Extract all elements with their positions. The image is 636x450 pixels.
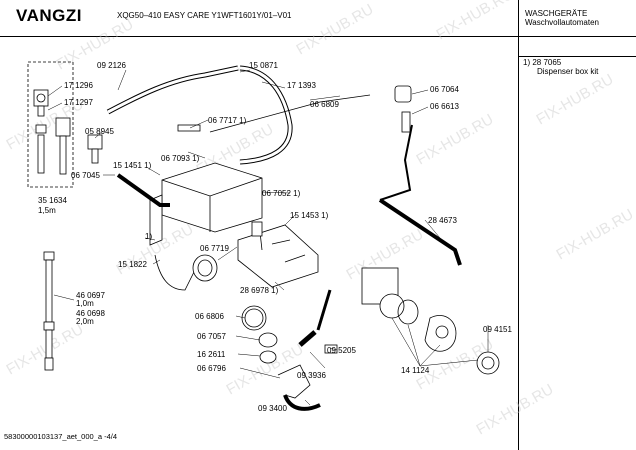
brand-logo: VANGZI (16, 6, 82, 25)
note-kit-number: 1) 28 7065 (523, 58, 562, 67)
part-label: 15 1453 1) (290, 211, 329, 220)
inlet-valve-part (33, 89, 71, 175)
part-label: 06 6796 (197, 364, 226, 373)
part-label: 28 4673 (428, 216, 457, 225)
part-label: 17 1297 (64, 98, 93, 107)
part-label: 14 1124 (401, 366, 430, 375)
category-subtitle: Waschvollautomaten (525, 18, 599, 27)
watermark-text: FIX-HUB.RU (294, 1, 377, 59)
leader-lines (47, 69, 489, 406)
sump-hose-part (277, 364, 321, 411)
part-label: 16 2611 (197, 350, 226, 359)
pressure-switch-part (394, 85, 412, 103)
part-label: 09 4151 (483, 325, 512, 334)
part-label: 09 3936 (297, 371, 326, 380)
watermark-text: FIX-HUB.RU (474, 381, 557, 439)
inlet-pipe-part (106, 65, 239, 115)
dispenser-housing-part (149, 162, 263, 246)
watermark-text: FIX-HUB.RU (554, 206, 636, 264)
part-label: 06 7064 (430, 85, 459, 94)
header-rule (0, 36, 636, 37)
part-label: 1,5m (38, 206, 56, 215)
part-label: 46 0698 (76, 309, 105, 318)
part-label: 15 1822 (118, 260, 147, 269)
part-label: 15 1451 1) (113, 161, 152, 170)
watermark-text: FIX-HUB.RU (414, 111, 497, 169)
seal-ring-part (258, 332, 278, 348)
category-title: WASCHGERÄTE (525, 9, 588, 18)
rod-part (316, 289, 332, 331)
damper-rod-part (378, 198, 462, 266)
wire-clip-part (209, 94, 371, 133)
part-label: 35 1634 (38, 196, 67, 205)
part-label: 1,0m (76, 299, 94, 308)
part-label: 06 6806 (195, 312, 224, 321)
part-label: 46 0697 (76, 291, 105, 300)
part-label: 06 7057 (197, 332, 226, 341)
part-label: 06 6613 (430, 102, 459, 111)
bracket-part (177, 124, 201, 132)
part-label: 06 7717 1) (208, 116, 247, 125)
part-label: 06 7045 (71, 171, 100, 180)
watermark-text: FIX-HUB.RU (534, 71, 617, 129)
part-label: 05 8945 (85, 127, 114, 136)
hose-clamp-part (241, 305, 267, 331)
part-label: 09 5205 (327, 346, 356, 355)
watermark-text: FIX-HUB.RU (434, 0, 517, 43)
drain-hose-part (43, 251, 55, 371)
drain-pump-part (361, 267, 500, 375)
part-label: 06 6809 (310, 100, 339, 109)
part-labels: 09 2126 15 0871 17 1296 17 1297 17 1393 … (38, 61, 512, 413)
notes-rule (518, 56, 636, 57)
part-label: 1) (145, 232, 152, 241)
connector-hose-part (298, 330, 317, 347)
part-label: 28 6978 1) (240, 286, 279, 295)
pressure-hose-part (379, 124, 413, 201)
part-label: 06 7093 1) (161, 154, 200, 163)
document-footer: 58300000103137_aet_000_a -4/4 (4, 432, 118, 441)
inlet-kit-group-box (27, 61, 74, 188)
note-kit-name: Dispenser box kit (537, 67, 599, 76)
dispenser-drawer-part (237, 224, 319, 288)
gasket-part (259, 350, 277, 364)
pressure-chamber-part (401, 111, 411, 133)
clip-part (324, 344, 338, 354)
part-label: 06 7719 (200, 244, 229, 253)
part-label: 17 1393 (287, 81, 316, 90)
small-hose-part (116, 173, 170, 207)
part-label: 06 7052 1) (262, 189, 301, 198)
part-label: 09 2126 (97, 61, 126, 70)
siphon-part (251, 221, 263, 237)
part-label: 2,0m (76, 317, 94, 326)
notes-divider (518, 0, 519, 450)
valve-part (87, 134, 103, 164)
model-title: XQG50–410 EASY CARE Y1WFT1601Y/01–V01 (117, 11, 292, 20)
bellows-part (154, 254, 218, 291)
part-label: 17 1296 (64, 81, 93, 90)
part-label: 15 0871 (249, 61, 278, 70)
part-label: 09 3400 (258, 404, 287, 413)
